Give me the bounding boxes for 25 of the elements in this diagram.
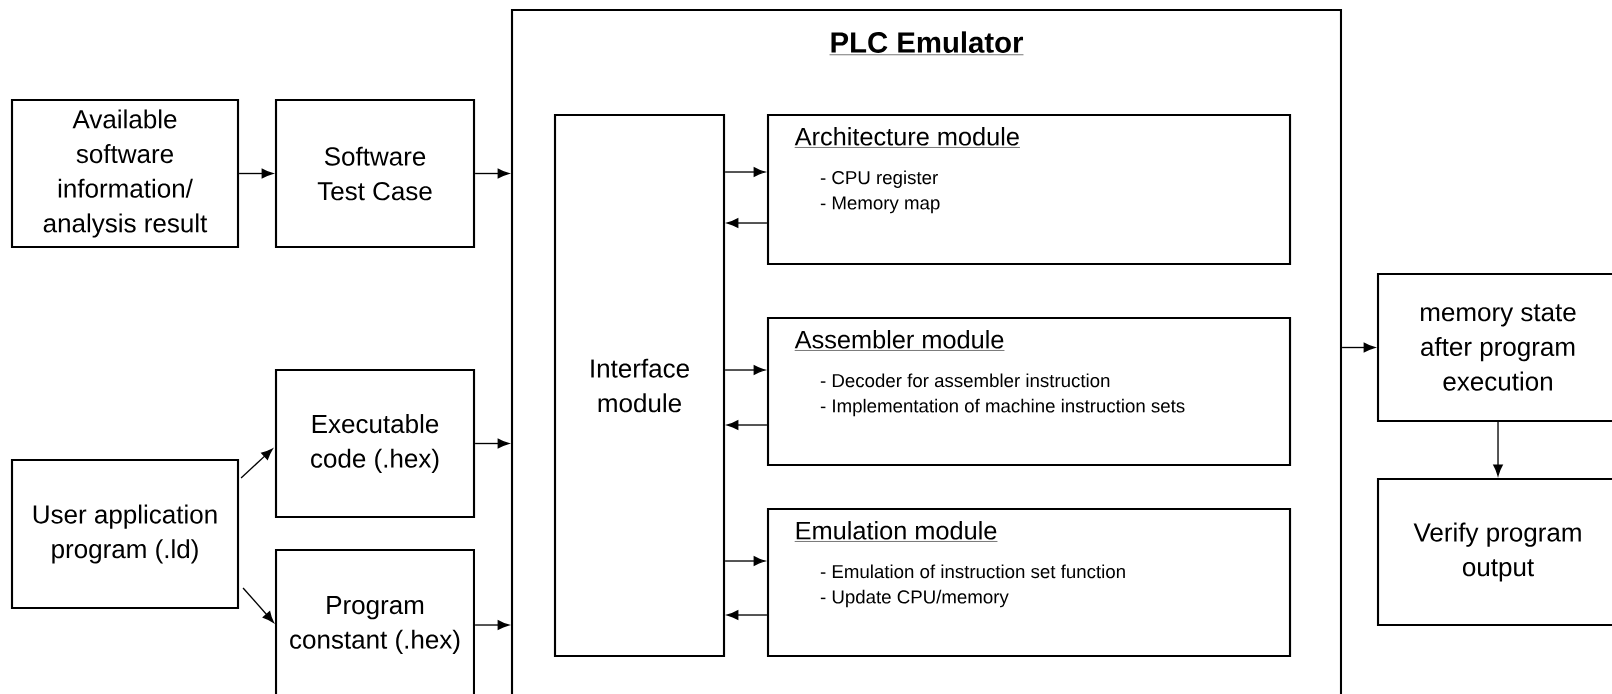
- arrow: [242, 587, 274, 623]
- arrow: [240, 448, 273, 479]
- module-box: Emulation module - Emulation of instruction set function - Update CPU/memory: [766, 507, 1292, 658]
- arrow: [1341, 342, 1376, 353]
- arrow: [474, 438, 510, 449]
- process-box: User application program (.ld): [10, 458, 240, 610]
- arrow: [727, 420, 768, 430]
- arrow: [474, 168, 510, 179]
- process-box: Verify program output: [1376, 477, 1612, 627]
- module-box: Interface module: [553, 113, 726, 658]
- process-box: Software Test Case: [274, 98, 476, 249]
- module-box: Architecture module - CPU register - Memory map: [766, 113, 1292, 266]
- arrow: [727, 610, 768, 620]
- arrow: [238, 168, 274, 179]
- arrow: [724, 167, 766, 177]
- process-box: Available software information/ analysis result: [10, 98, 240, 249]
- process-box: Program constant (.hex): [274, 548, 476, 694]
- arrow: [1493, 421, 1503, 477]
- arrow: [727, 218, 768, 228]
- arrow: [724, 556, 766, 566]
- arrow: [724, 365, 766, 375]
- arrow: [474, 620, 510, 630]
- process-box: memory state after program execution: [1376, 272, 1612, 423]
- process-box: Executable code (.hex): [274, 368, 476, 519]
- module-box: Assembler module - Decoder for assembler instruction - Implementation of machine instruction sets: [766, 316, 1292, 467]
